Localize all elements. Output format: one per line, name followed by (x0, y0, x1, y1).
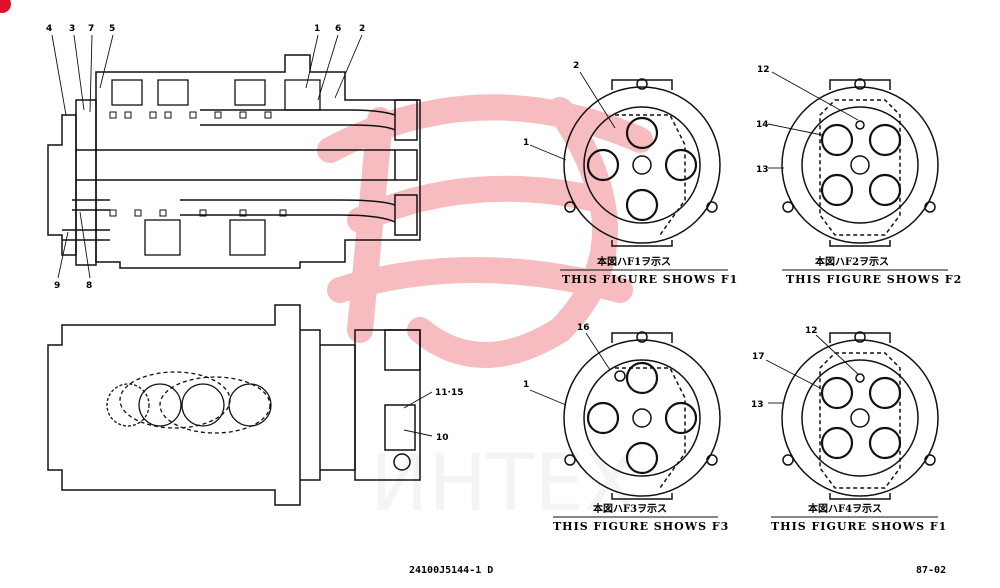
label-1: 1 (314, 24, 320, 34)
watermark: ИНТЕХ (317, 94, 653, 529)
f2-labels: 12 14 13 本図ハF2ヲ示ス THIS FIGURE SHOWS F2 (756, 65, 962, 286)
label-11-15: 11·15 (435, 388, 463, 398)
label-8: 8 (86, 281, 92, 291)
bottom-view-labels: 11·15 10 (435, 388, 463, 443)
f2-label-12: 12 (757, 65, 770, 75)
watermark-text: ИНТЕХ (370, 439, 637, 529)
label-5: 5 (109, 24, 115, 34)
f2-label-13: 13 (756, 165, 769, 175)
f4-label-12: 12 (805, 326, 818, 336)
label-4: 4 (46, 24, 52, 34)
label-9: 9 (54, 281, 60, 291)
f2-label-14: 14 (756, 120, 769, 130)
f2-caption-jp: 本図ハF2ヲ示ス (815, 255, 889, 268)
f3-labels: 16 1 本図ハF3ヲ示ス THIS FIGURE SHOWS F3 (523, 323, 729, 533)
footer: 24100J5144-1 D 87-02 (409, 565, 946, 576)
f2-caption-en: THIS FIGURE SHOWS F2 (786, 273, 962, 286)
page-number: 87-02 (916, 565, 946, 576)
corner-mark (0, 0, 11, 13)
label-6: 6 (335, 24, 341, 34)
drawing-number: 24100J5144-1 D (409, 565, 493, 576)
f3-label-16: 16 (577, 323, 590, 333)
f4-caption-en: THIS FIGURE SHOWS F1 (771, 520, 947, 533)
side-view-labels: 4 3 7 5 1 6 2 9 8 (46, 24, 365, 291)
side-section-view (47, 34, 421, 279)
f1-caption-jp: 本図ハF1ヲ示ス (597, 255, 671, 268)
f4-label-13: 13 (751, 400, 764, 410)
f3-label-1: 1 (523, 380, 529, 390)
f4-caption-jp: 本図ハF4ヲ示ス (808, 502, 882, 515)
f1-labels: 2 1 本図ハF1ヲ示ス THIS FIGURE SHOWS F1 (523, 61, 738, 286)
flange-view-f4 (765, 331, 939, 500)
label-3: 3 (69, 24, 75, 34)
label-10: 10 (436, 433, 449, 443)
f4-label-17: 17 (752, 352, 765, 362)
f3-caption-en: THIS FIGURE SHOWS F3 (553, 520, 729, 533)
f3-caption-jp: 本図ハF3ヲ示ス (593, 502, 667, 515)
flange-view-f2 (767, 71, 939, 247)
f1-caption-en: THIS FIGURE SHOWS F1 (562, 273, 738, 286)
f1-label-2: 2 (573, 61, 579, 71)
watermark-gear-logo (317, 94, 653, 368)
label-7: 7 (88, 24, 94, 34)
flange-view-f3 (529, 331, 721, 500)
label-2: 2 (359, 24, 365, 34)
f1-label-1: 1 (523, 138, 529, 148)
flange-view-f1 (529, 71, 721, 247)
f4-labels: 12 17 13 本図ハF4ヲ示ス THIS FIGURE SHOWS F1 (751, 326, 947, 533)
bottom-outer-view (47, 304, 433, 506)
